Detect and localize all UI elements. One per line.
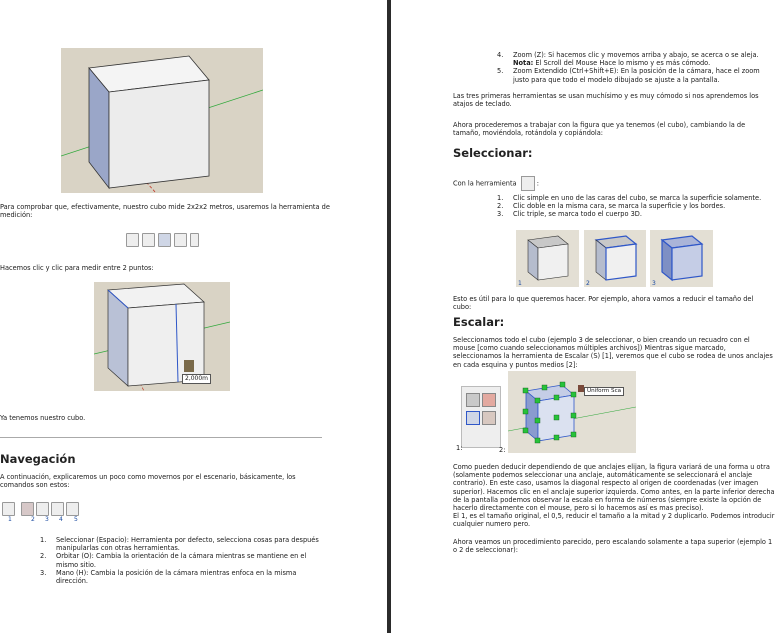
zoom-extents-icon — [66, 502, 79, 516]
navigation-toolbar — [2, 502, 79, 516]
list-item: 3.Clic triple, se marca todo el cuerpo 3… — [497, 210, 642, 219]
paragraph-next: Ahora veamos un procedimiento parecido, … — [453, 538, 773, 555]
measure-tooltip: 2,000m — [182, 374, 212, 384]
select-number-3: 3 — [652, 280, 656, 287]
zoom-magnifier-icon — [51, 502, 64, 516]
tape-measure-icon — [158, 233, 171, 247]
rotate-tool-icon — [482, 393, 496, 407]
select-example-3 — [650, 230, 713, 287]
protractor-icon — [174, 233, 187, 247]
scale-example-image: Uniform Sca — [508, 371, 636, 453]
cube-measure-image: 2,000m — [94, 282, 230, 391]
list-item: 2.Orbitar (O): Cambia la orientación de … — [40, 552, 307, 569]
select-number-1: 1 — [518, 280, 522, 287]
paragraph-values: El 1, es el tamaño original, el 0,5, red… — [453, 512, 775, 529]
nav-number-3: 3 — [45, 516, 49, 523]
select-example-2 — [584, 230, 646, 287]
navigation-list: 1.Seleccionar (Espacio): Herramienta por… — [40, 536, 320, 585]
list-item: 2.Clic doble en la misma cara, se marca … — [497, 202, 726, 211]
paragraph-nav: A continuación, explicaremos un poco com… — [0, 473, 296, 490]
select-number-2: 2 — [586, 280, 590, 287]
select-arrow-icon — [2, 502, 15, 516]
scale-label-1: 1: — [456, 444, 463, 452]
nav-number-2: 2 — [31, 516, 35, 523]
paragraph-tools: Las tres primeras herramientas se usan m… — [453, 92, 759, 109]
offset-tool-icon — [482, 411, 496, 425]
paragraph-measure: Para comprobar que, efectivamente, nuest… — [0, 203, 330, 220]
paint-bucket-icon — [142, 233, 155, 247]
scale-tool-icon — [466, 411, 480, 425]
heading-seleccionar: Seleccionar: — [453, 146, 533, 160]
nav-number-4: 4 — [59, 516, 63, 523]
pencil-tool-icon — [126, 233, 139, 247]
page-divider — [387, 0, 391, 633]
paragraph-click: Hacemos clic y clic para medir entre 2 p… — [0, 264, 154, 272]
list-item: 1.Seleccionar (Espacio): Herramienta por… — [40, 536, 319, 553]
paragraph-with-tool: Con la herramienta : — [453, 176, 653, 191]
move-tool-icon — [466, 393, 480, 407]
list-item: 4.Zoom (Z): Si hacemos clic y movemos ar… — [497, 51, 759, 68]
paragraph-scale: Seleccionamos todo el cubo (ejemplo 3 de… — [453, 336, 773, 369]
heading-navegacion: Navegación — [0, 452, 76, 466]
paragraph-deduce: Como pueden deducir dependiendo de que a… — [453, 463, 775, 513]
paragraph-useful: Esto es útil para lo que queremos hacer.… — [453, 295, 754, 312]
scale-label-2: 2: — [499, 446, 506, 454]
cube-image — [61, 48, 263, 193]
nav-number-5: 5 — [74, 516, 78, 523]
scale-tooltip: Uniform Sca — [584, 387, 625, 396]
select-list: 1.Clic simple en uno de las caras del cu… — [497, 194, 773, 219]
toolbar-end-icon — [190, 233, 199, 247]
nav-number-1: 1 — [8, 516, 12, 523]
list-item: 5.Zoom Extendido (Ctrl+Shift+E): En la p… — [497, 67, 760, 84]
hand-pan-icon — [36, 502, 49, 516]
paragraph-done: Ya tenemos nuestro cubo. — [0, 414, 86, 422]
heading-escalar: Escalar: — [453, 315, 505, 329]
list-item: 3.Mano (H): Cambia la posición de la cám… — [40, 568, 297, 586]
right-page: 4.Zoom (Z): Si hacemos clic y movemos ar… — [391, 0, 777, 633]
scale-tool-palette — [461, 386, 501, 448]
select-example-1 — [516, 230, 579, 287]
list-item: 1.Clic simple en uno de las caras del cu… — [497, 194, 762, 202]
paragraph-proceed: Ahora procederemos a trabajar con la fig… — [453, 121, 746, 138]
select-arrow-icon — [520, 176, 535, 191]
section-rule — [0, 437, 322, 438]
zoom-list: 4.Zoom (Z): Si hacemos clic y movemos ar… — [497, 51, 773, 84]
orbit-icon — [21, 502, 34, 516]
left-page: Para comprobar que, efectivamente, nuest… — [0, 0, 387, 633]
measure-toolbar — [126, 233, 199, 247]
